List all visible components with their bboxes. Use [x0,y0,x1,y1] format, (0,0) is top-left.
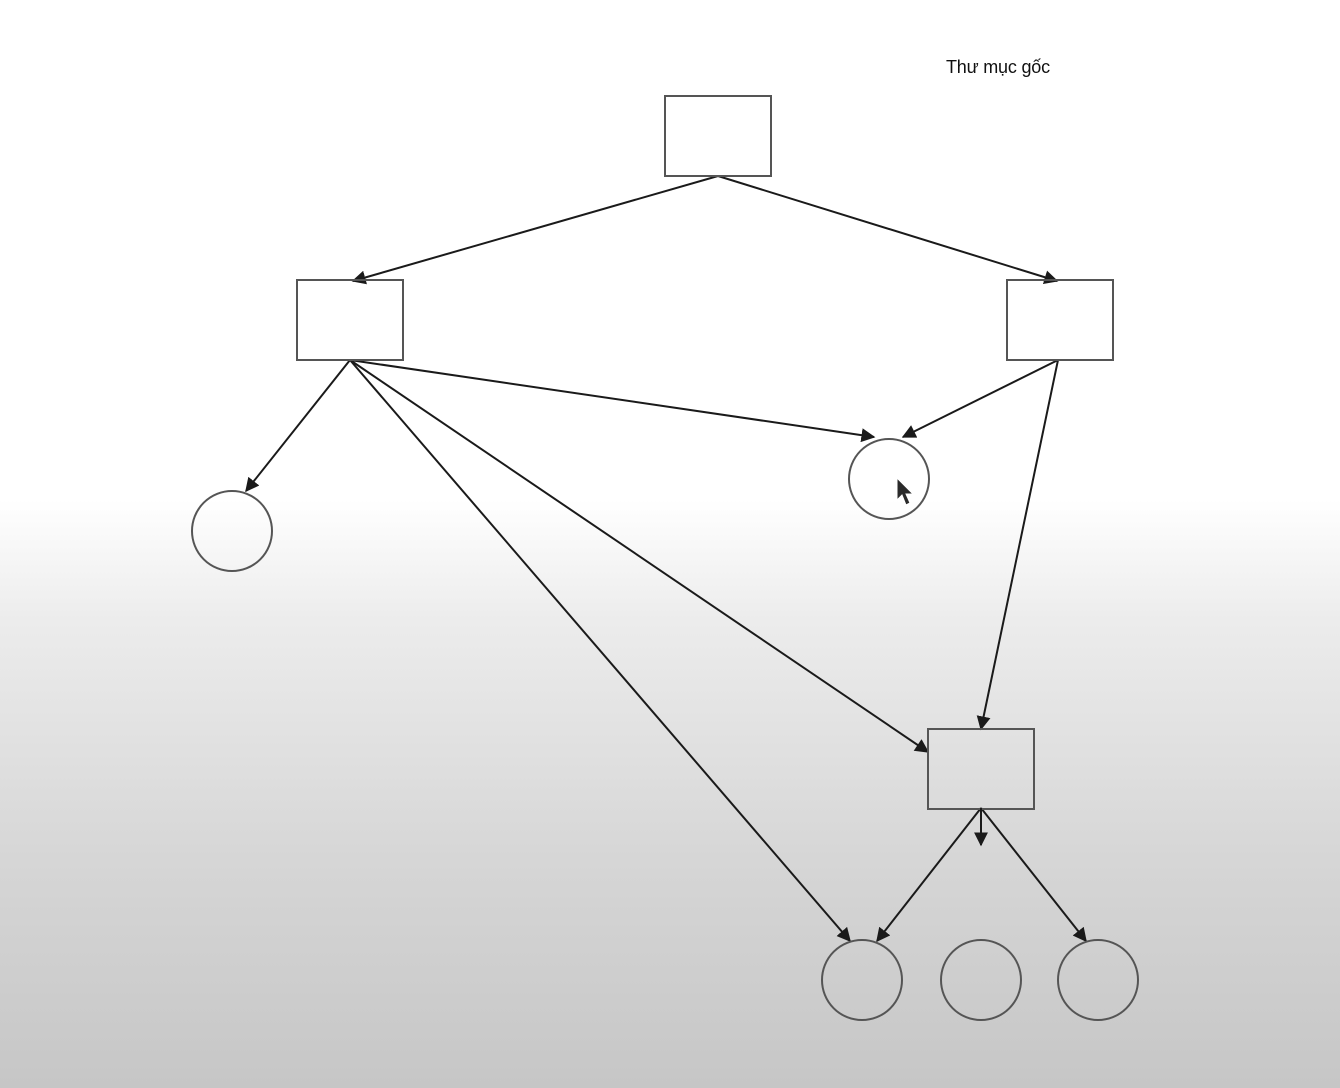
overlay-layer [896,476,988,847]
edge-dir-left-to-dir-lower [349,359,930,753]
directory-node-root [664,95,772,177]
edge-root-to-dir-left [351,175,719,285]
edge-root-to-dir-right [717,175,1059,284]
directory-node-dir-left [296,279,404,361]
edge-dir-right-to-file-shared [901,359,1059,438]
root-directory-label: Thư mục gốc [946,57,1050,77]
edge-dir-left-to-file-shared [349,359,876,443]
edge-dir-left-to-file-bottom-1 [349,359,851,943]
directory-node-dir-lower [927,728,1035,810]
edge-dir-right-to-dir-lower [976,359,1059,731]
mouse-cursor-icon [896,476,915,506]
file-node-file-bottom-2 [940,939,1022,1021]
edge-dir-lower-to-file-bottom-3 [980,807,1087,943]
edge-dir-left-to-file-left [245,359,351,493]
file-node-file-bottom-1 [821,939,903,1021]
nodes-layer [191,95,1139,1021]
file-node-file-bottom-3 [1057,939,1139,1021]
edge-dir-lower-to-file-bottom-1 [876,807,982,943]
directory-node-dir-right [1006,279,1114,361]
file-node-file-left [191,490,273,572]
edges-layer [245,175,1087,943]
file-node-file-shared [848,438,930,520]
